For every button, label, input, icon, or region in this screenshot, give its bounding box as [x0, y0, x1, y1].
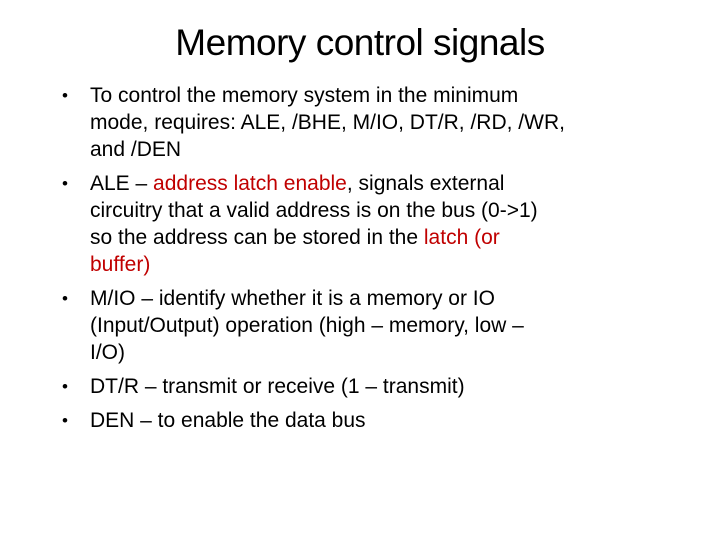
bullet-item: • To control the memory system in the min…: [60, 82, 690, 163]
bullet-marker-icon: •: [62, 86, 68, 105]
body-text: To control the memory system in the mini…: [90, 84, 565, 161]
bullet-item: • ALE – address latch enable, signals ext…: [60, 170, 690, 278]
bullet-item: • DEN – to enable the data bus: [60, 407, 690, 434]
bullet-marker-icon: •: [62, 174, 68, 193]
highlighted-text: latch (or buffer): [90, 226, 500, 276]
body-text: , signals external circuitry that a vali…: [90, 172, 538, 249]
body-text: DEN – to enable the data bus: [90, 409, 366, 432]
highlighted-text: address latch enable: [153, 172, 347, 195]
slide-title: Memory control signals: [175, 22, 545, 63]
bullet-marker-icon: •: [62, 289, 68, 308]
bullet-marker-icon: •: [62, 377, 68, 396]
bullet-marker-icon: •: [62, 411, 68, 430]
bullet-item: • DT/R – transmit or receive (1 – transmi…: [60, 373, 690, 400]
body-text: DT/R – transmit or receive (1 – transmit…: [90, 375, 465, 398]
bullet-list: • To control the memory system in the min…: [0, 82, 720, 434]
body-text: ALE –: [90, 172, 154, 195]
body-text: M/IO – identify whether it is a memory o…: [90, 287, 524, 364]
bullet-item: • M/IO – identify whether it is a memory …: [60, 285, 690, 366]
